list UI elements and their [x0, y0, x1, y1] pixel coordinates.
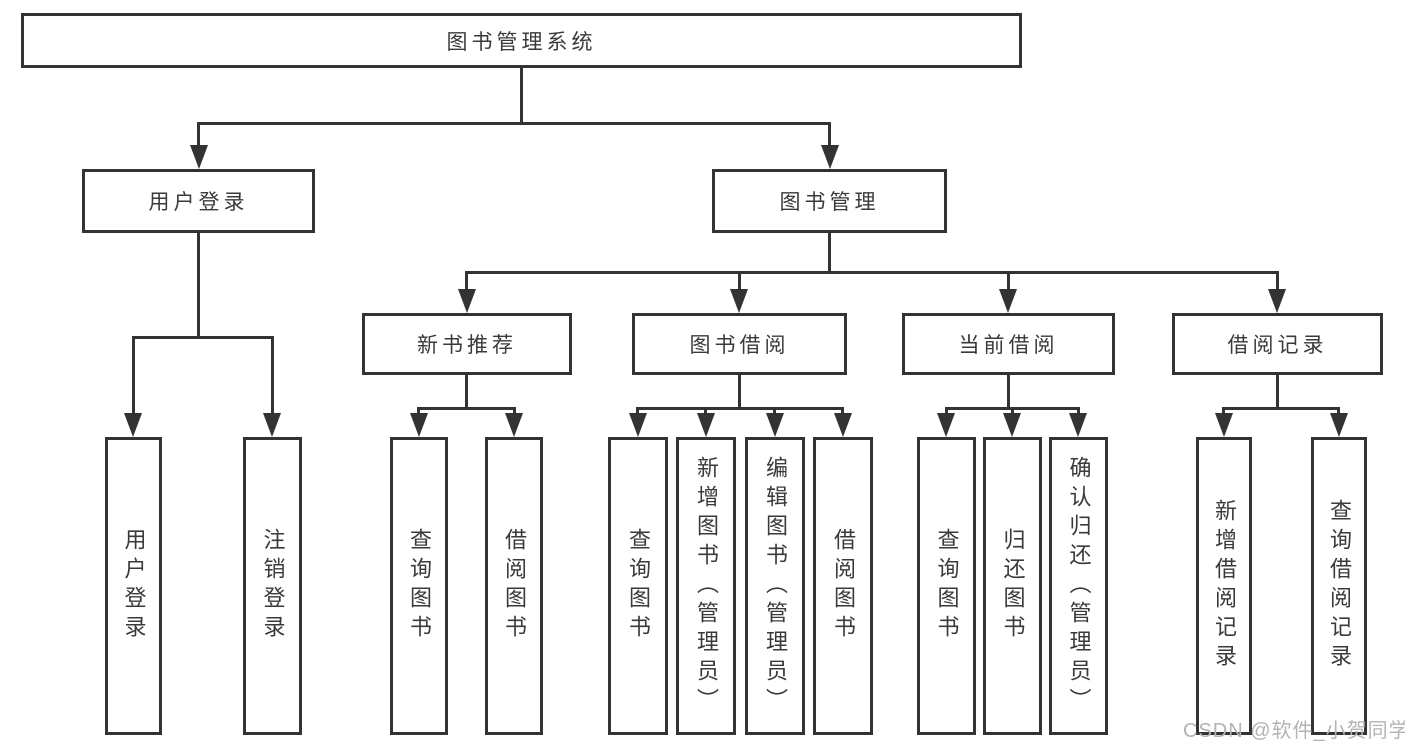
node-book-borrow: 图书借阅	[632, 313, 847, 375]
edge-user-login-split	[132, 336, 274, 339]
edge-to-leaf-login-stem	[132, 336, 135, 415]
edge-leaf-stem	[1011, 407, 1014, 415]
leaf-add-borrow-record: 新增借阅记录	[1196, 437, 1252, 735]
leaf-label: 用户登录	[121, 528, 147, 644]
arrowhead-icon	[937, 413, 955, 437]
edge-to-new-book-stem	[465, 271, 468, 291]
edge-to-user-login-stem	[197, 122, 200, 147]
leaf-label: 新增图书（管理员）	[694, 455, 719, 717]
node-root: 图书管理系统	[21, 13, 1022, 68]
arrowhead-icon	[1069, 413, 1087, 437]
leaf-label: 借阅图书	[502, 528, 527, 644]
arrowhead-icon	[1330, 413, 1348, 437]
leaf-query-borrow-record: 查询借阅记录	[1311, 437, 1367, 735]
arrowhead-icon	[766, 413, 784, 437]
edge-current-borrow-stem	[1007, 375, 1010, 407]
edge-to-book-borrow-stem	[738, 271, 741, 291]
arrowhead-icon	[505, 413, 523, 437]
leaf-user-login: 用户登录	[105, 437, 162, 735]
edge-to-borrow-records-stem	[1276, 271, 1279, 291]
edge-leaf-stem	[945, 407, 948, 415]
edge-book-mgmt-split	[465, 271, 1278, 274]
arrowhead-icon	[1003, 413, 1021, 437]
edge-leaf-stem	[704, 407, 707, 415]
edge-book-borrow-split	[636, 407, 844, 410]
leaf-label: 新增借阅记录	[1212, 499, 1237, 673]
edge-leaf-stem	[1337, 407, 1340, 415]
arrowhead-icon	[410, 413, 428, 437]
arrowhead-to-leaf-login-icon	[124, 413, 142, 437]
arrowhead-to-user-login-icon	[190, 145, 208, 169]
leaf-label: 查询图书	[407, 528, 432, 644]
arrowhead-to-borrow-records-icon	[1268, 289, 1286, 313]
leaf-borrow-books: 借阅图书	[813, 437, 873, 735]
edge-root-stem	[520, 68, 523, 122]
edge-leaf-stem	[1077, 407, 1080, 415]
leaf-label: 查询图书	[934, 528, 960, 644]
leaf-query-books-rec: 查询图书	[390, 437, 448, 735]
leaf-edit-books-admin: 编辑图书（管理员）	[745, 437, 805, 735]
edge-borrow-records-stem	[1276, 375, 1279, 407]
node-user-login: 用户登录	[82, 169, 315, 233]
edge-borrow-records-split	[1222, 407, 1340, 410]
leaf-confirm-return-admin: 确认归还（管理员）	[1049, 437, 1108, 735]
edge-to-leaf-logout-stem	[271, 336, 274, 415]
arrowhead-to-new-book-icon	[458, 289, 476, 313]
edge-to-book-mgmt-stem	[828, 122, 831, 147]
edge-book-mgmt-stem	[828, 233, 831, 271]
edge-leaf-stem	[417, 407, 420, 415]
edge-leaf-stem	[841, 407, 844, 415]
edge-leaf-stem	[1222, 407, 1225, 415]
leaf-label: 查询图书	[626, 528, 651, 644]
leaf-label: 归还图书	[1000, 528, 1026, 644]
leaf-label: 注销登录	[260, 528, 286, 644]
arrowhead-icon	[1215, 413, 1233, 437]
arrowhead-to-current-borrow-icon	[999, 289, 1017, 313]
node-borrow-records: 借阅记录	[1172, 313, 1383, 375]
leaf-logout: 注销登录	[243, 437, 302, 735]
edge-to-current-borrow-stem	[1007, 271, 1010, 291]
leaf-query-books-borrow: 查询图书	[608, 437, 668, 735]
edge-leaf-stem	[773, 407, 776, 415]
arrowhead-icon	[834, 413, 852, 437]
edge-root-split	[197, 122, 831, 125]
node-current-borrow: 当前借阅	[902, 313, 1115, 375]
leaf-add-books-admin: 新增图书（管理员）	[676, 437, 736, 735]
leaf-borrow-books-rec: 借阅图书	[485, 437, 543, 735]
leaf-label: 查询借阅记录	[1327, 499, 1352, 673]
node-book-mgmt: 图书管理	[712, 169, 947, 233]
edge-new-book-stem	[465, 375, 468, 407]
leaf-return-books: 归还图书	[983, 437, 1042, 735]
leaf-label: 借阅图书	[831, 528, 856, 644]
leaf-label: 编辑图书（管理员）	[763, 455, 788, 717]
edge-leaf-stem	[636, 407, 639, 415]
leaf-label: 确认归还（管理员）	[1066, 455, 1092, 717]
edge-user-login-stem	[197, 233, 200, 336]
arrowhead-to-book-borrow-icon	[730, 289, 748, 313]
leaf-query-books-current: 查询图书	[917, 437, 976, 735]
edge-leaf-stem	[513, 407, 516, 415]
arrowhead-to-leaf-logout-icon	[263, 413, 281, 437]
edge-new-book-split	[417, 407, 515, 410]
watermark-text: CSDN @软件_小贺同学	[1183, 720, 1405, 742]
arrowhead-icon	[697, 413, 715, 437]
node-new-book-rec: 新书推荐	[362, 313, 572, 375]
arrowhead-to-book-mgmt-icon	[821, 145, 839, 169]
arrowhead-icon	[629, 413, 647, 437]
edge-book-borrow-stem	[738, 375, 741, 407]
